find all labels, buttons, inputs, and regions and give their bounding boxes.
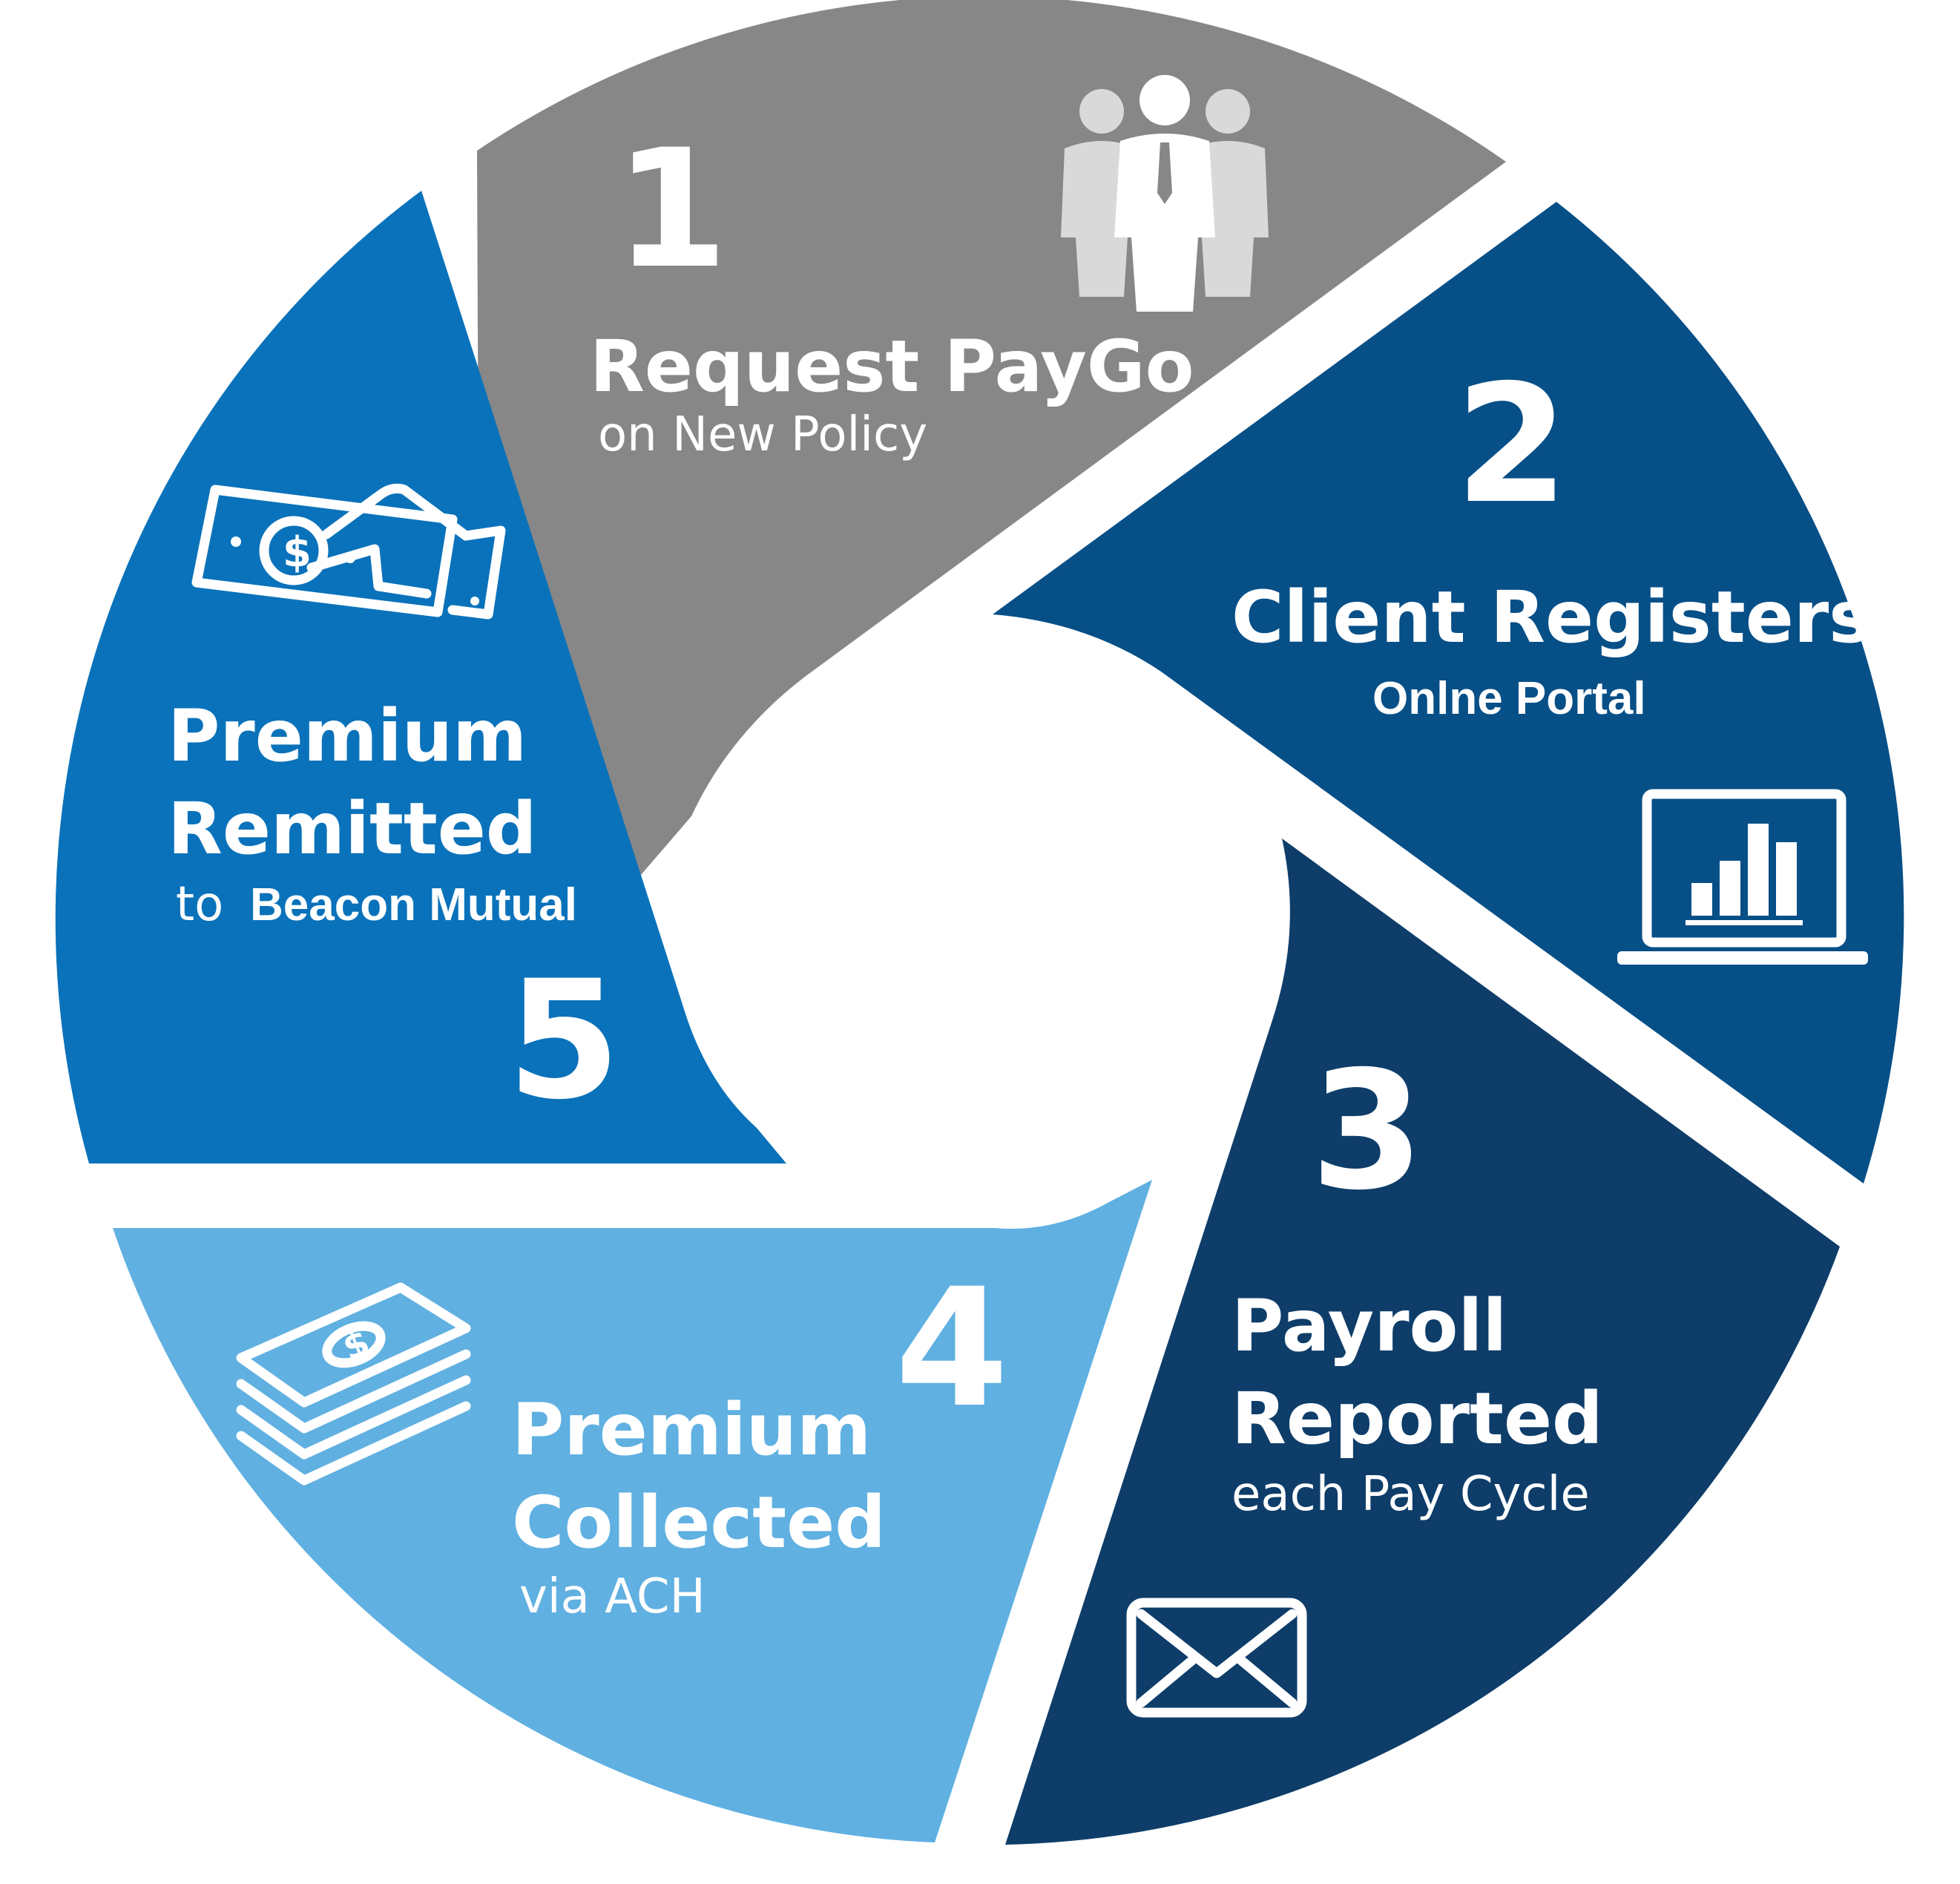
people-group-icon [1061, 75, 1269, 312]
step-2-title: Client Registers [1231, 576, 1871, 659]
step-4-subtitle: via ACH [519, 1569, 706, 1624]
dollar-sign-icon: $ [283, 528, 312, 577]
step-4-title-line1: Premium [512, 1388, 871, 1471]
step-3-number: 3 [1310, 1036, 1424, 1226]
step-1-number: 1 [614, 114, 728, 304]
step-1-segment: 1 Request PayGo on New Policy [477, 0, 1506, 1061]
step-2-subtitle: Onlne Portal [1372, 673, 1646, 724]
step-1-title: Request PayGo [590, 325, 1194, 408]
step-5-subtitle: Beacon Mutual [250, 879, 577, 930]
envelope-icon [1126, 1598, 1307, 1718]
step-4-number: 4 [895, 1253, 1008, 1443]
step-3-segment: 3 Payroll Reported each Pay Cycle [1005, 838, 1840, 1845]
segment-5-shape [55, 191, 787, 1163]
segment-3-shape [1005, 838, 1840, 1845]
step-5-segment: $ Premium Remitted to Beacon Mutual 5 [55, 191, 787, 1163]
step-5-subtitle-prefix: to [176, 877, 223, 932]
step-3-subtitle: each Pay Cycle [1231, 1467, 1590, 1522]
step-5-title-line1: Premium [168, 695, 527, 778]
money-stack-icon: $ [236, 1282, 471, 1486]
step-5-number: 5 [507, 945, 620, 1135]
step-5-title-line2: Remitted [168, 787, 537, 870]
step-4-segment: 4 Premium Collected via ACH $ [113, 1180, 1152, 1842]
step-2-segment: 2 Client Registers Onlne Portal [993, 202, 1904, 1184]
step-2-number: 2 [1455, 349, 1568, 539]
step-4-title-line2: Collected [512, 1481, 886, 1564]
step-1-subtitle: on New Policy [598, 407, 927, 462]
hand-money-icon: $ [191, 483, 506, 620]
laptop-chart-icon [1617, 789, 1868, 965]
step-3-title-line2: Reported [1231, 1377, 1603, 1460]
step-3-title-line1: Payroll [1231, 1284, 1507, 1368]
